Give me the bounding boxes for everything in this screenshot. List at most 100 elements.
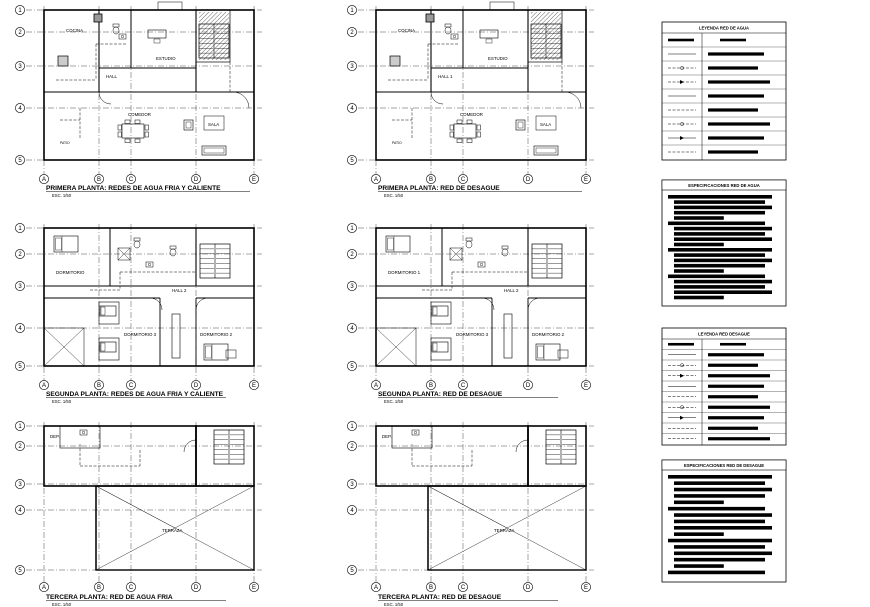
- plan-title: PRIMERA PLANTA: RED DE DESAGUE: [378, 185, 500, 192]
- legend-description-bar: [708, 363, 758, 367]
- legend-description-bar: [708, 405, 770, 409]
- deposit-room: [391, 425, 433, 449]
- stair-icon: [213, 429, 245, 465]
- outer-wall: [43, 9, 255, 161]
- column-marker-B: B: [429, 585, 433, 591]
- column-marker-D-circle: [523, 174, 533, 184]
- stair-icon: [545, 429, 577, 465]
- plan-scale: ESC. 1/50: [52, 602, 72, 607]
- void-cross: [375, 327, 417, 367]
- legend-description-bar: [708, 416, 764, 420]
- sala-rug: [535, 115, 557, 131]
- plan-scale: ESC. 1/50: [384, 399, 404, 404]
- spec-text-line: [674, 513, 772, 517]
- bunk-icon: [431, 341, 449, 353]
- room-label-dormitorio-2: DORMITORIO 2: [532, 332, 565, 337]
- room-label-cocina: COCINA: [398, 28, 415, 33]
- stair-icon: [530, 23, 562, 59]
- column-marker-B: B: [97, 177, 101, 183]
- column-marker-A: A: [374, 585, 378, 591]
- legend-agua: LEYENDA RED DE AGUA: [661, 21, 787, 161]
- tank-box: [489, 1, 515, 11]
- room-label-sala: SALA: [540, 122, 551, 127]
- door-swing: [515, 439, 529, 453]
- door-swing: [481, 297, 495, 311]
- column-marker-C-circle: [458, 380, 468, 390]
- room-label-comedor: COMEDOR: [128, 112, 151, 117]
- closet: [503, 313, 513, 359]
- room-label-patio: PATIO: [392, 141, 402, 145]
- column-marker-D: D: [526, 383, 531, 389]
- spec-spec_desague: ESPECIFICACIONES RED DE DESAGUE: [661, 459, 787, 583]
- spec-text-line: [668, 221, 765, 226]
- column-marker-A-circle: [39, 582, 49, 592]
- room-label-cocina: COCINA: [66, 28, 83, 33]
- row-marker-1: 1: [18, 226, 22, 232]
- column-marker-A-circle: [371, 582, 381, 592]
- row-marker-5-circle: [347, 565, 357, 575]
- spec-text-line: [674, 200, 765, 204]
- void: [43, 327, 85, 367]
- column-marker-B: B: [97, 383, 101, 389]
- legend-desague: LEYENDA RED DESAGUE: [661, 327, 787, 446]
- spec-title: ESPECIFICACIONES RED DE AGUA: [688, 183, 760, 188]
- row-marker-4-circle: [347, 505, 357, 515]
- row-marker-2-circle: [347, 441, 357, 451]
- row-marker-2: 2: [18, 252, 22, 258]
- column-marker-D-circle: [191, 174, 201, 184]
- desk-icon: [147, 29, 167, 44]
- spec-text-line: [674, 545, 765, 549]
- legend-symbol-icon: [668, 66, 696, 70]
- column-marker-B-circle: [426, 582, 436, 592]
- column-marker-E: E: [584, 177, 588, 183]
- row-marker-3-circle: [15, 281, 25, 291]
- row-marker-4: 4: [350, 508, 354, 514]
- room-label-hall-2: HALL 2: [504, 288, 519, 293]
- room-label-hall-2: HALL 2: [172, 288, 187, 293]
- row-marker-1-circle: [15, 421, 25, 431]
- row-marker-2: 2: [18, 30, 22, 36]
- row-marker-5-circle: [347, 361, 357, 371]
- spec-text-line: [674, 487, 772, 492]
- spec-text-line: [674, 216, 724, 220]
- spec-text-line: [674, 519, 765, 524]
- row-marker-4: 4: [350, 106, 354, 112]
- legend-symbol-icon: [668, 373, 696, 378]
- column-marker-E-circle: [249, 380, 259, 390]
- legend-symbol-icon: [668, 405, 696, 410]
- row-marker-4-circle: [347, 323, 357, 333]
- sala-rug: [203, 115, 225, 131]
- room-label-hall: HALL: [106, 74, 118, 79]
- closet: [430, 301, 452, 325]
- row-marker-3-circle: [347, 61, 357, 71]
- plan-title: TERCERA PLANTA: RED DE DESAGUE: [378, 594, 502, 601]
- closet: [98, 337, 120, 361]
- deposit-room: [59, 425, 101, 449]
- spec-title-band: [661, 179, 787, 191]
- legend-description-bar: [708, 353, 764, 357]
- sink-block: [389, 55, 401, 67]
- column-marker-B-circle: [426, 174, 436, 184]
- armchair-icon: [183, 119, 194, 131]
- spec-text-line: [674, 258, 772, 263]
- row-marker-2-circle: [15, 249, 25, 259]
- spec-text-line: [674, 242, 724, 247]
- armchair-icon: [515, 119, 526, 131]
- legend-title: LEYENDA RED DESAGUE: [698, 332, 750, 337]
- void: [375, 327, 417, 367]
- column-marker-E-circle: [581, 582, 591, 592]
- desk-icon: [479, 29, 499, 44]
- row-marker-4-circle: [15, 103, 25, 113]
- spec-text-line: [674, 295, 724, 300]
- column-marker-D-circle: [523, 582, 533, 592]
- room-label-patio: PATIO: [60, 141, 70, 145]
- column-marker-A-circle: [39, 380, 49, 390]
- closet: [98, 301, 120, 325]
- column-marker-D: D: [194, 383, 199, 389]
- room-label-dep: DEP.: [50, 434, 60, 439]
- spec-text-line: [674, 210, 765, 215]
- room-label-terraza: TERRAZA: [494, 528, 515, 533]
- legend-description-bar: [708, 136, 764, 140]
